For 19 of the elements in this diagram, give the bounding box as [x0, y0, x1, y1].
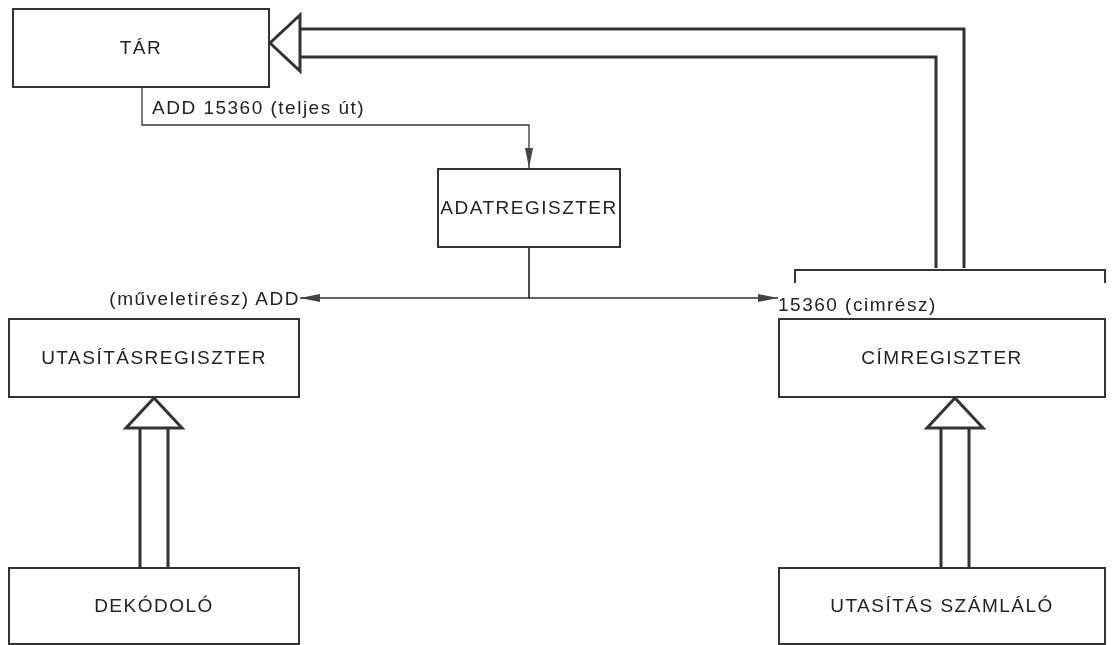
register-box	[437, 168, 621, 248]
bus-arrow	[925, 395, 985, 569]
bus-field-label: 15360 (cimrész)	[778, 294, 937, 316]
bus-field-label: (műveletirész) ADD	[109, 288, 300, 310]
bus-arrow	[124, 395, 184, 569]
arrow	[141, 87, 533, 169]
register-box	[778, 318, 1106, 398]
register-name: TÁR	[119, 37, 163, 59]
register-box	[12, 8, 270, 88]
register-name: DEKÓDOLÓ	[94, 595, 214, 617]
register-name: UTASÍTÁSREGISZTER	[41, 347, 267, 369]
arrow	[528, 247, 779, 302]
register-name: UTASÍTÁS SZÁMLÁLÓ	[830, 595, 1054, 617]
register-box	[8, 567, 300, 645]
register-name: CÍMREGISZTER	[861, 347, 1023, 369]
register-box	[8, 318, 300, 398]
register-name: ADATREGISZTER	[440, 197, 618, 219]
bus-arrow	[267, 13, 966, 270]
register-box	[778, 567, 1106, 645]
